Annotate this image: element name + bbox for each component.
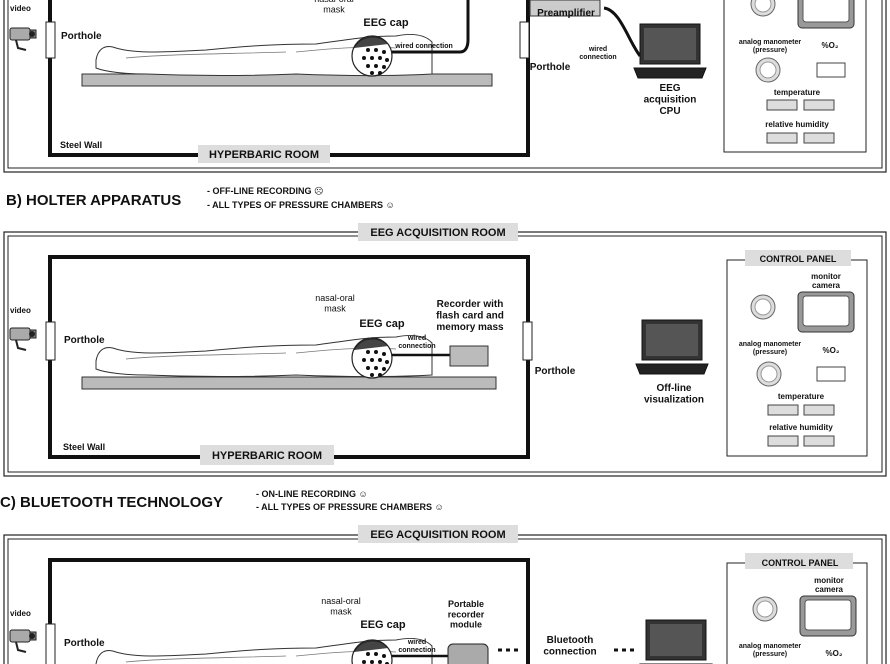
humidity-label-a: relative humidity bbox=[765, 120, 829, 129]
humidity-label-b: relative humidity bbox=[769, 423, 833, 432]
manometer-icon-c bbox=[752, 596, 778, 622]
manometer-label-b: analog manometer(pressure) bbox=[739, 341, 802, 356]
manometer-icon bbox=[755, 57, 781, 83]
recorder-box bbox=[449, 345, 489, 367]
hyperbaric-room-label-b: HYPERBARIC ROOM bbox=[212, 450, 322, 462]
acquisition-room-border-a bbox=[3, 0, 887, 173]
portable-recorder-icon bbox=[447, 643, 489, 664]
manometer-label-c: analog manometer(pressure) bbox=[739, 643, 802, 658]
monitor-icon-c bbox=[799, 595, 857, 637]
steel-wall-c bbox=[48, 558, 530, 664]
porthole-right-label-a: Porthole bbox=[530, 62, 571, 73]
preamplifier-box bbox=[529, 0, 601, 17]
wire-a bbox=[392, 0, 470, 54]
eeg-cap-label-b: EEG cap bbox=[359, 318, 405, 330]
porthole-left-a bbox=[45, 21, 56, 59]
temperature-label-a: temperature bbox=[774, 88, 821, 97]
section-c-note2: - ALL TYPES OF PRESSURE CHAMBERS ☺ bbox=[256, 502, 444, 512]
video-camera-icon-b bbox=[9, 327, 37, 351]
o2-label-c: %O₂ bbox=[826, 649, 843, 658]
porthole-right-a bbox=[519, 21, 530, 59]
section-b bbox=[3, 223, 887, 477]
laptop-icon bbox=[633, 23, 707, 79]
video-camera-icon-c bbox=[9, 629, 37, 653]
porthole-left-label-b: Porthole bbox=[64, 335, 105, 346]
control-panel-label-b: CONTROL PANEL bbox=[760, 254, 837, 264]
laptop-icon-c bbox=[639, 619, 713, 664]
section-a bbox=[3, 0, 887, 173]
porthole-right-label-b: Porthole bbox=[535, 366, 576, 377]
bed-b bbox=[81, 376, 497, 390]
wired-connection-label-a: wired connection bbox=[394, 43, 453, 50]
section-c-note1: - ON-LINE RECORDING ☺ bbox=[256, 489, 368, 499]
section-b-note1: - OFF-LINE RECORDING ☹ bbox=[207, 186, 323, 196]
eeg-cap-label-c: EEG cap bbox=[360, 619, 406, 631]
section-c bbox=[3, 525, 887, 664]
section-b-title: B) HOLTER APPARATUS bbox=[6, 192, 181, 209]
o2-label-a: %O₂ bbox=[822, 41, 839, 50]
video-label-b: video bbox=[10, 306, 31, 315]
eeg-cap-label-a: EEG cap bbox=[363, 17, 409, 29]
o2-label-b: %O₂ bbox=[823, 346, 840, 355]
manometer-icon-b bbox=[750, 294, 776, 320]
porthole-left-label-a: Porthole bbox=[61, 31, 102, 42]
video-camera-icon bbox=[9, 27, 37, 51]
eeg-cap-icon bbox=[351, 35, 393, 77]
acq-room-label-c: EEG ACQUISITION ROOM bbox=[370, 529, 505, 541]
acq-room-label-b: EEG ACQUISITION ROOM bbox=[370, 227, 505, 239]
bed-a bbox=[81, 73, 493, 87]
video-label-c: video bbox=[10, 609, 31, 618]
manometer-label-a: analog manometer(pressure) bbox=[739, 39, 802, 54]
porthole-left-label-c: Porthole bbox=[64, 638, 105, 649]
steel-wall-label-a: Steel Wall bbox=[60, 140, 102, 150]
preamplifier-label: Preamplifier bbox=[537, 8, 595, 19]
section-b-note2: - ALL TYPES OF PRESSURE CHAMBERS ☺ bbox=[207, 200, 395, 210]
control-panel-label-c: CONTROL PANEL bbox=[762, 558, 839, 568]
hyperbaric-room-label-a: HYPERBARIC ROOM bbox=[209, 149, 319, 161]
video-label-a: video bbox=[10, 4, 31, 13]
laptop-icon-b bbox=[635, 319, 709, 375]
temperature-label-b: temperature bbox=[778, 392, 825, 401]
steel-wall-label-b: Steel Wall bbox=[63, 442, 105, 452]
monitor-icon-b bbox=[797, 291, 855, 333]
section-c-title: C) BLUETOOTH TECHNOLOGY bbox=[0, 494, 223, 511]
eeg-cap-icon-b bbox=[351, 337, 393, 379]
